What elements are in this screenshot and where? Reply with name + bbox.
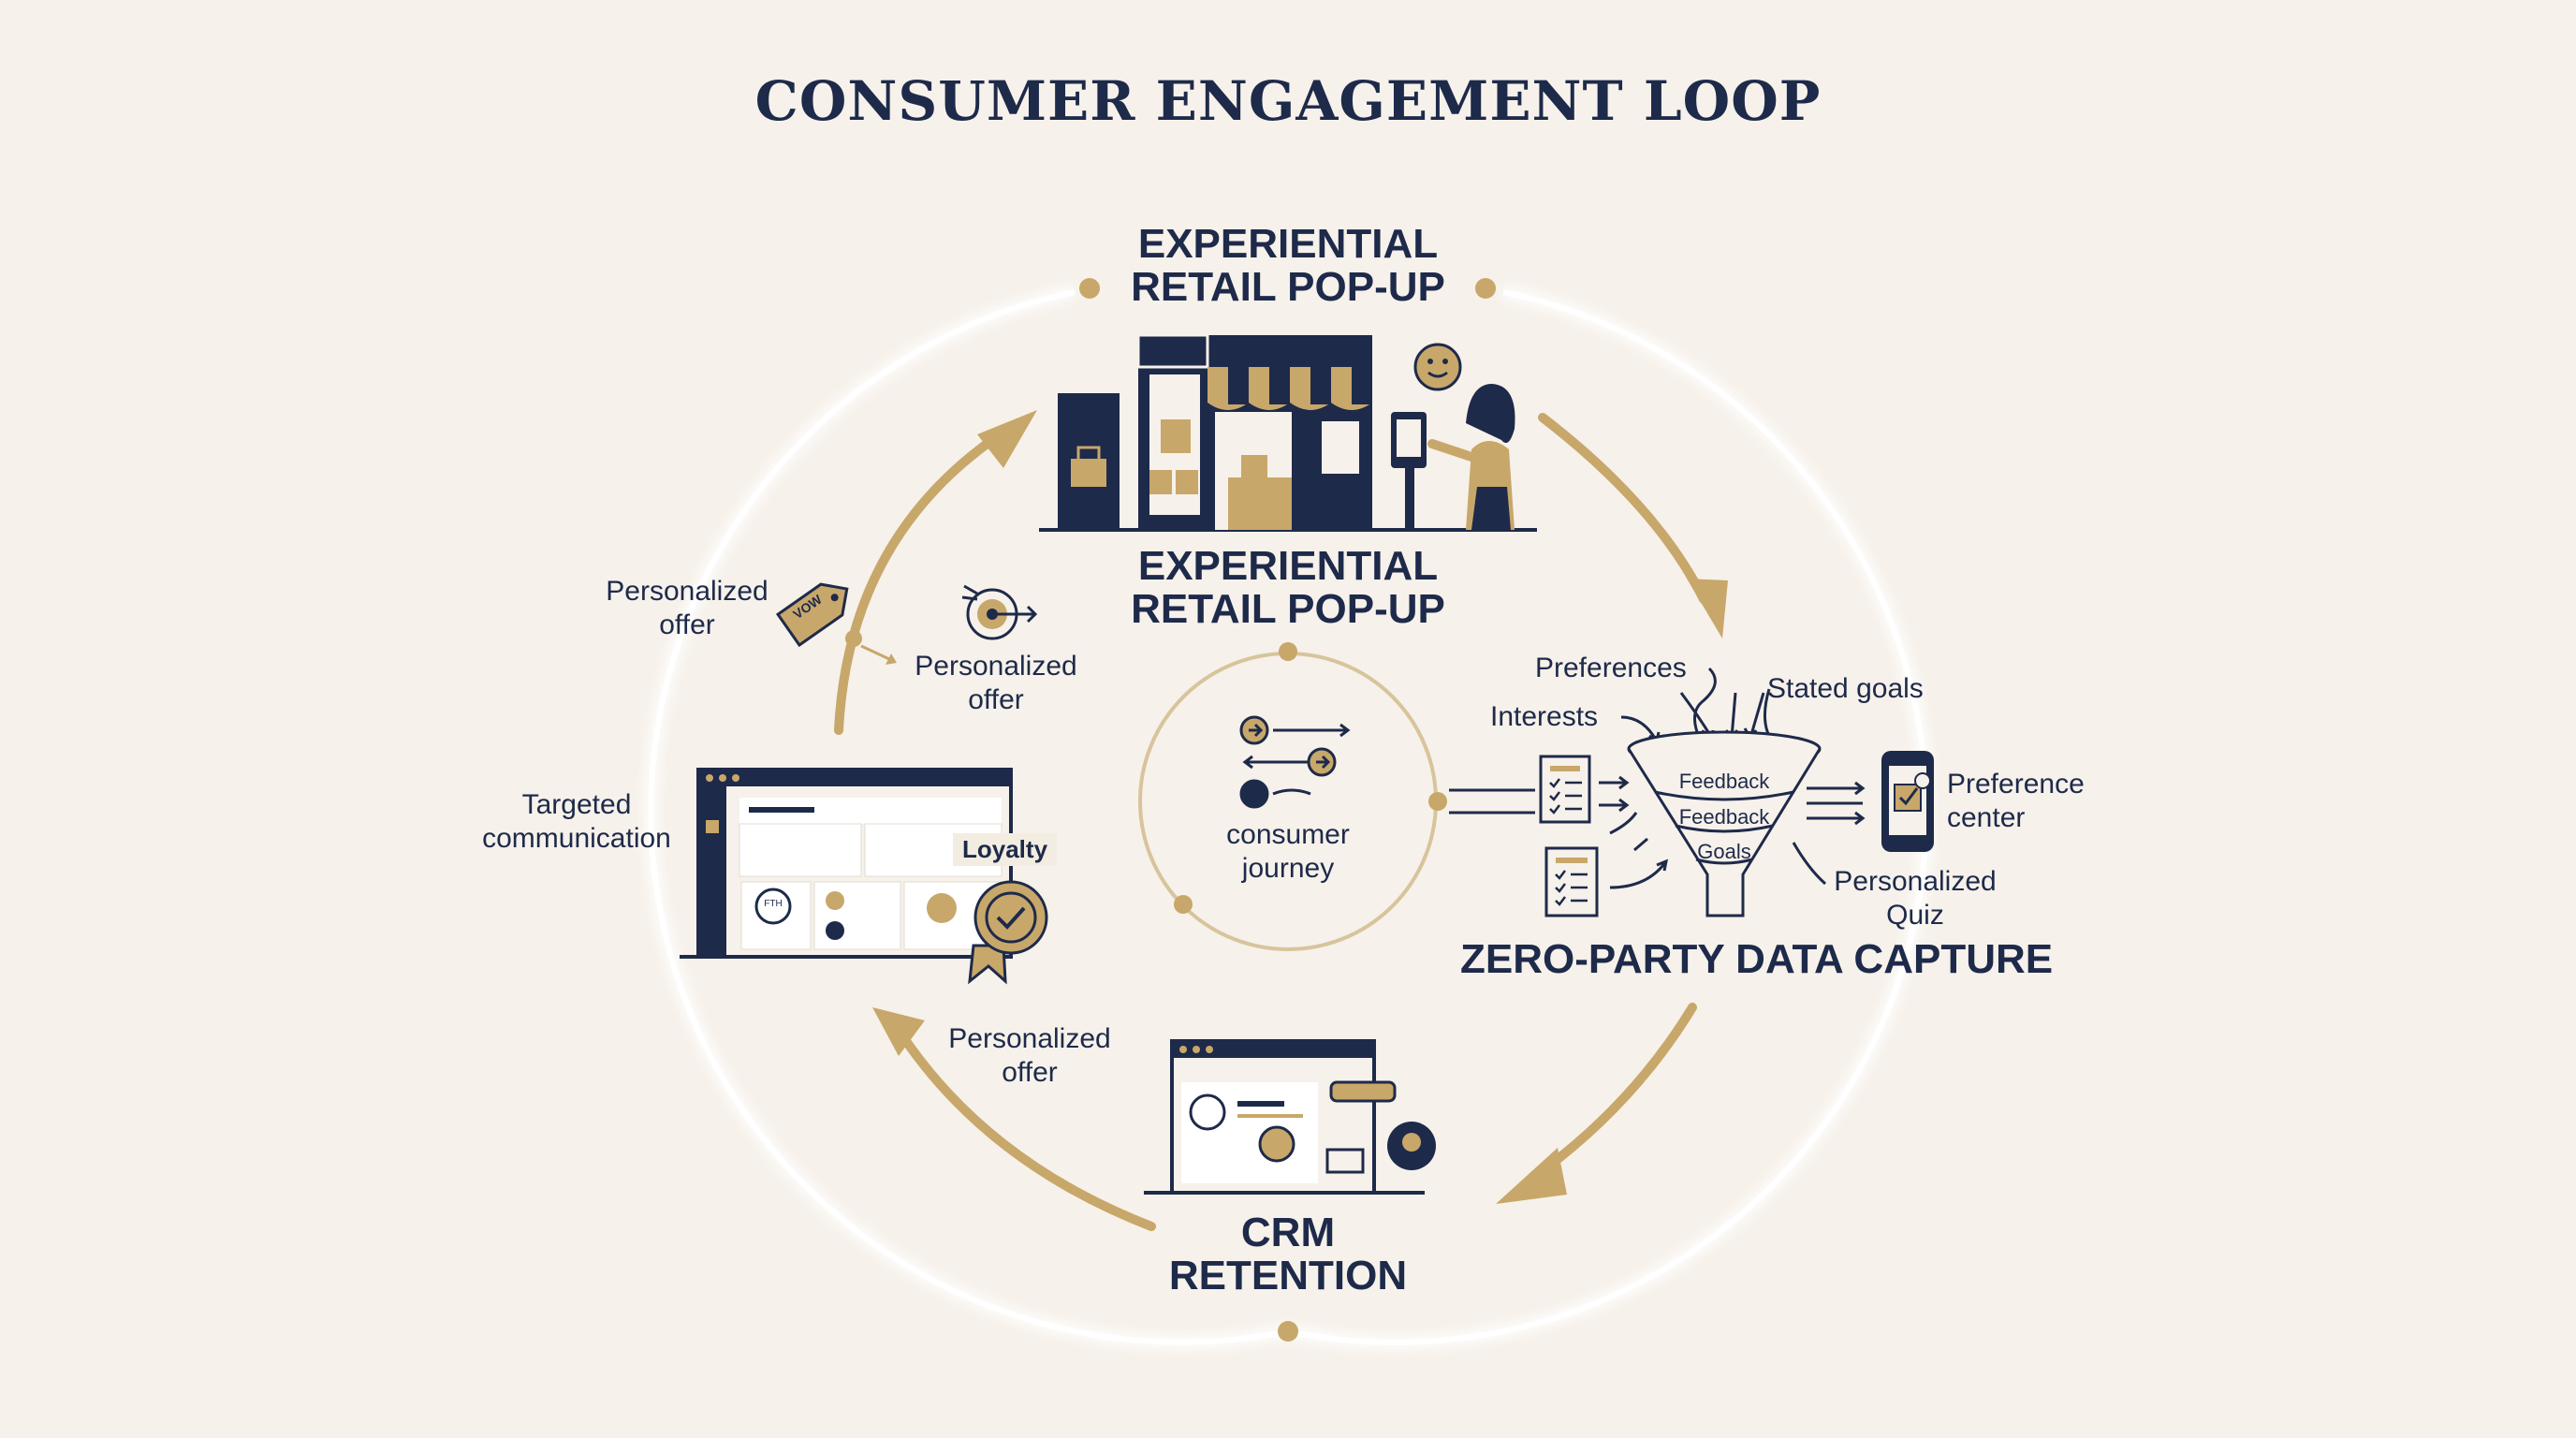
checklist-icon-bottom — [1544, 846, 1599, 917]
stage-crm-line1: CRM — [1240, 1210, 1336, 1255]
stage-popup-title: EXPERIENTIAL RETAIL POP-UP — [1101, 221, 1475, 311]
quiz-line2: Quiz — [1886, 900, 1944, 931]
cycle-arrow-right — [1538, 413, 1728, 638]
stage-crm-title: CRM RETENTION — [1148, 1211, 1428, 1298]
ring-dot-top-left — [1079, 278, 1100, 299]
price-tag-icon — [775, 582, 849, 648]
offer-target-line2: offer — [968, 684, 1024, 715]
tag-connector-line — [860, 644, 890, 661]
center-dot-left — [1174, 895, 1193, 914]
center-dot-top — [1279, 642, 1297, 661]
tag-connector-dot — [845, 630, 862, 647]
dashboard-avatar-text: FTH — [764, 899, 783, 909]
stage-popup-line1: EXPERIENTIAL — [1137, 221, 1439, 267]
loyalty-label: Loyalty — [953, 833, 1058, 867]
funnel-layer-1: Feedback — [1678, 770, 1770, 793]
journey-icon — [1239, 715, 1351, 809]
center-line2: journey — [1241, 853, 1335, 884]
targeted-communication-label: Targeted communication — [468, 788, 685, 856]
checklist-icon-top — [1539, 755, 1591, 824]
targeted-line2: communication — [482, 823, 671, 854]
offer-tag-label: Personalized offer — [593, 575, 781, 642]
ring-dot-bottom — [1278, 1321, 1298, 1342]
stage-zero-party-title: ZERO-PARTY DATA CAPTURE — [1460, 936, 2054, 982]
phone-icon — [1881, 751, 1934, 852]
preferences-label: Preferences — [1535, 653, 1687, 683]
offer-bottom-line1: Personalized — [948, 1023, 1111, 1054]
smiley-bubble-icon — [1413, 343, 1462, 391]
cycle-arrow-bottom-left — [872, 1007, 1156, 1231]
storefront-icon — [1039, 333, 1537, 532]
funnel-layer-2: Feedback — [1678, 805, 1770, 829]
page-title: CONSUMER ENGAGEMENT LOOP — [754, 69, 1822, 133]
center-to-data-lines — [1449, 788, 1535, 814]
offer-tag-line2: offer — [659, 609, 715, 640]
loyalty-badge-icon — [968, 880, 1048, 985]
preference-center-label: Preference center — [1947, 768, 2085, 835]
preference-center-line1: Preference — [1947, 769, 2085, 800]
stage-popup-line2: RETAIL POP-UP — [1131, 264, 1445, 311]
stage-popup-inner-line2: RETAIL POP-UP — [1131, 586, 1445, 633]
preference-center-line2: center — [1947, 802, 2026, 833]
offer-target-label: Personalized offer — [902, 650, 1090, 717]
cycle-arrow-left — [834, 410, 1037, 735]
targeted-line1: Targeted — [521, 789, 632, 820]
funnel-icon — [1627, 730, 1822, 917]
funnel-output-arrows — [1792, 781, 1866, 886]
offer-bottom-label: Personalized offer — [936, 1022, 1123, 1090]
center-line1: consumer — [1226, 819, 1350, 850]
tag-connector-head — [886, 653, 897, 665]
cycle-arrow-bottom-right — [1496, 1003, 1697, 1204]
stage-popup-inner-line1: EXPERIENTIAL — [1137, 543, 1439, 589]
funnel-layer-3: Goals — [1697, 840, 1751, 863]
dashboard-window — [680, 768, 1013, 959]
center-journey-label: consumer journey — [1194, 818, 1382, 886]
stated-goals-label: Stated goals — [1767, 673, 1924, 704]
quiz-line1: Personalized — [1834, 866, 1997, 897]
offer-bottom-line2: offer — [1002, 1057, 1058, 1088]
target-icon — [961, 584, 1038, 640]
offer-target-line1: Personalized — [915, 651, 1077, 682]
ring-dot-top-right — [1475, 278, 1496, 299]
interests-label: Interests — [1490, 701, 1599, 732]
center-dot-right — [1428, 792, 1447, 811]
stage-crm-line2: RETENTION — [1168, 1253, 1408, 1299]
quiz-label: Personalized Quiz — [1822, 865, 2009, 932]
stage-popup-inner-title: EXPERIENTIAL RETAIL POP-UP — [1101, 543, 1475, 633]
crm-window — [1144, 1039, 1436, 1195]
offer-tag-line1: Personalized — [606, 576, 768, 607]
